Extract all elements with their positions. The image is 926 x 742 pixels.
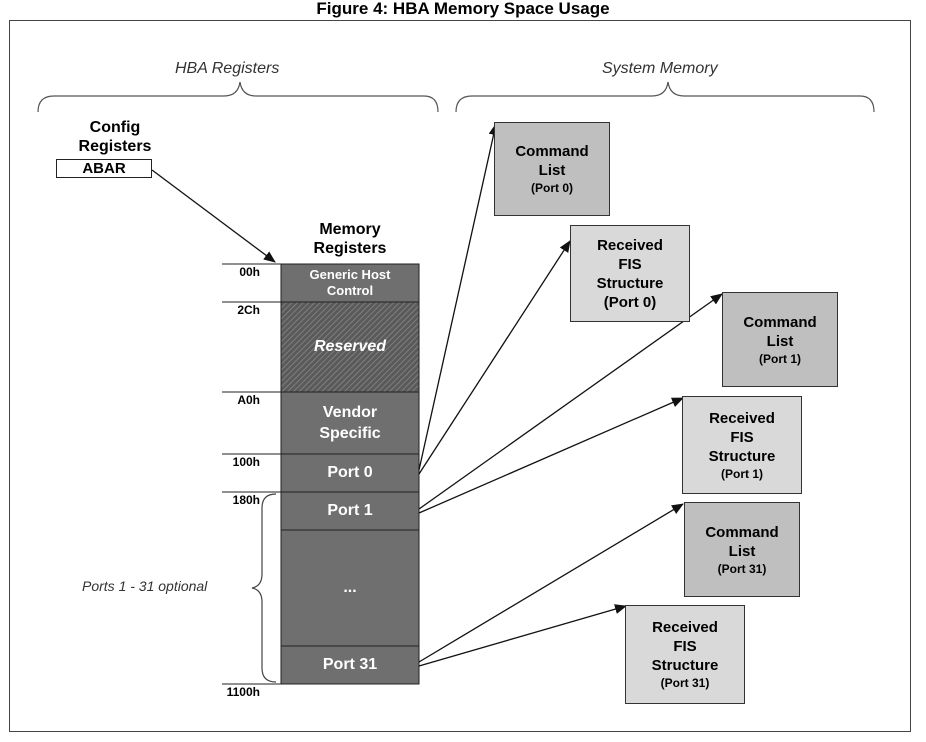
abar-register: ABAR [56,159,152,178]
port-1-label: Port 1 [327,502,373,519]
arrow-port31-command-list [418,503,684,663]
command-list-port-31: Command List (Port 31) [684,502,800,597]
optional-ports-brace [251,493,277,683]
system-memory-brace [455,81,875,113]
port-31-label: Port 31 [322,656,378,673]
offset-180h: 180h [232,493,260,507]
memory-registers-heading: Memory Registers [313,221,387,257]
figure-frame [9,20,911,732]
generic-host-control-label: Generic Host Control [309,267,391,298]
config-registers-heading: Config Registers [78,119,152,155]
system-memory-label: System Memory [602,60,718,77]
block-generic-host-control [280,263,420,303]
offset-1100h: 1100h [226,685,260,699]
block-port-31 [280,645,420,685]
fis-structure-port-1: Received FIS Structure (Port 1) [682,396,802,494]
ellipsis-label: ... [343,579,357,596]
abar-arrow [151,169,276,263]
offset-100h: 100h [232,455,260,469]
command-list-port-0: Command List (Port 0) [494,122,610,216]
offset-00h: 00h [239,265,260,279]
arrow-port0-fis [418,240,571,475]
arrow-port0-command-list [418,123,499,471]
vendor-specific-label: Vendor Specific [319,404,381,442]
arrow-port1-fis [418,397,684,514]
fis-structure-port-31: Received FIS Structure (Port 31) [625,605,745,704]
offset-2ch: 2Ch [237,303,260,317]
arrow-port1-command-list [418,293,723,510]
reserved-label: Reserved [313,338,387,355]
arrow-port31-fis [418,604,627,667]
block-ellipsis [280,529,420,647]
fis-structure-port-0: Received FIS Structure (Port 0) [570,225,690,322]
port-0-label: Port 0 [327,464,373,481]
hba-registers-brace [37,81,439,113]
block-vendor-specific [280,391,420,455]
block-port-1 [280,491,420,531]
command-list-port-1: Command List (Port 1) [722,292,838,387]
optional-ports-note: Ports 1 - 31 optional [82,578,208,594]
offset-a0h: A0h [237,393,260,407]
hba-registers-label: HBA Registers [175,60,280,77]
figure-title: Figure 4: HBA Memory Space Usage [316,0,610,18]
